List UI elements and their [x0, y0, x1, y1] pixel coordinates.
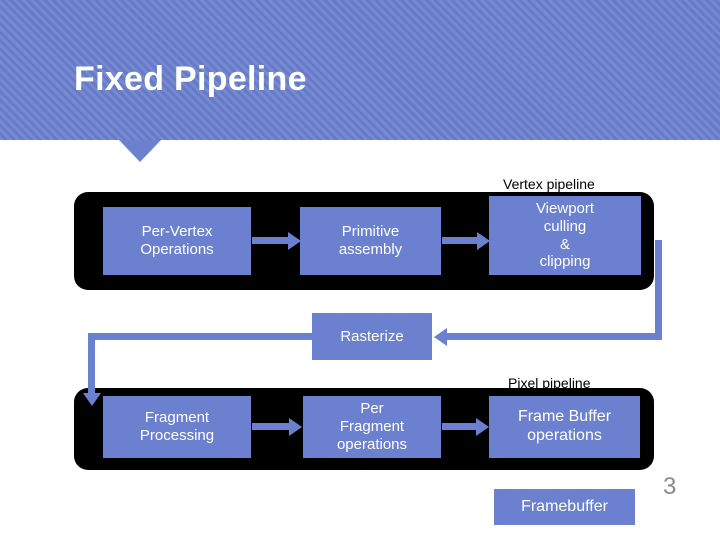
stage-box-frame-buffer-operations[interactable]: Frame Buffer operations	[489, 396, 640, 458]
stage-box-framebuffer[interactable]: Framebuffer	[494, 489, 635, 525]
header-banner	[0, 0, 720, 140]
stage-box-line: Primitive	[341, 223, 400, 241]
stage-box-primitive-assembly[interactable]: Primitive assembly	[300, 207, 441, 275]
banner-notch-decoration	[119, 140, 161, 162]
arrow-head-icon	[476, 418, 489, 436]
arrow-head-icon	[288, 232, 301, 250]
arrow-head-icon	[289, 418, 302, 436]
arrow-per-fragment-to-framebuffer-ops	[442, 423, 476, 430]
stage-box-line: assembly	[338, 241, 403, 258]
stage-box-fragment-processing[interactable]: Fragment Processing	[103, 396, 251, 458]
stage-box-line: Viewport	[535, 200, 595, 218]
stage-box-line: Fragment	[339, 418, 405, 436]
arrow-head-icon	[477, 232, 490, 250]
vertex-pipeline-label: Vertex pipeline	[503, 176, 595, 192]
slide-page-number: 3	[663, 473, 677, 500]
stage-box-line: Framebuffer	[521, 497, 608, 515]
pixel-pipeline-label: Pixel pipeline	[508, 375, 591, 391]
arrow-fragment-to-per-fragment	[252, 423, 289, 430]
stage-box-line: Fragment	[144, 409, 210, 427]
page-title: Fixed Pipeline	[74, 60, 307, 98]
stage-box-line: Per-Vertex	[141, 223, 213, 241]
stage-box-line: operations	[527, 427, 602, 444]
arrow-per-vertex-to-primitive	[252, 237, 288, 244]
arrow-head-icon	[83, 393, 101, 406]
stage-box-rasterize[interactable]: Rasterize	[312, 313, 432, 360]
stage-box-per-fragment-operations[interactable]: Per Fragment operations	[303, 396, 441, 458]
connector-viewport-to-rasterize-horizontal	[447, 333, 662, 340]
stage-box-line: clipping	[539, 253, 591, 271]
stage-box-viewport-culling-clipping[interactable]: Viewport culling & clipping	[489, 196, 641, 275]
stage-box-line: operations	[336, 435, 408, 453]
connector-rasterize-to-fragment-vertical	[88, 333, 95, 395]
stage-box-line: &	[559, 235, 570, 253]
arrow-primitive-to-viewport	[442, 237, 477, 244]
stage-box-line: Processing	[139, 427, 215, 444]
arrow-head-icon	[434, 328, 447, 346]
stage-box-per-vertex-operations[interactable]: Per-Vertex Operations	[103, 207, 251, 275]
stage-box-line: Frame Buffer	[517, 408, 612, 426]
stage-box-line: Operations	[140, 241, 214, 258]
connector-viewport-to-rasterize-vertical	[655, 240, 662, 337]
connector-rasterize-to-fragment-horizontal	[88, 333, 313, 340]
stage-box-line: Rasterize	[340, 327, 404, 345]
stage-box-line: culling	[543, 217, 587, 235]
stage-box-line: Per	[360, 400, 384, 418]
